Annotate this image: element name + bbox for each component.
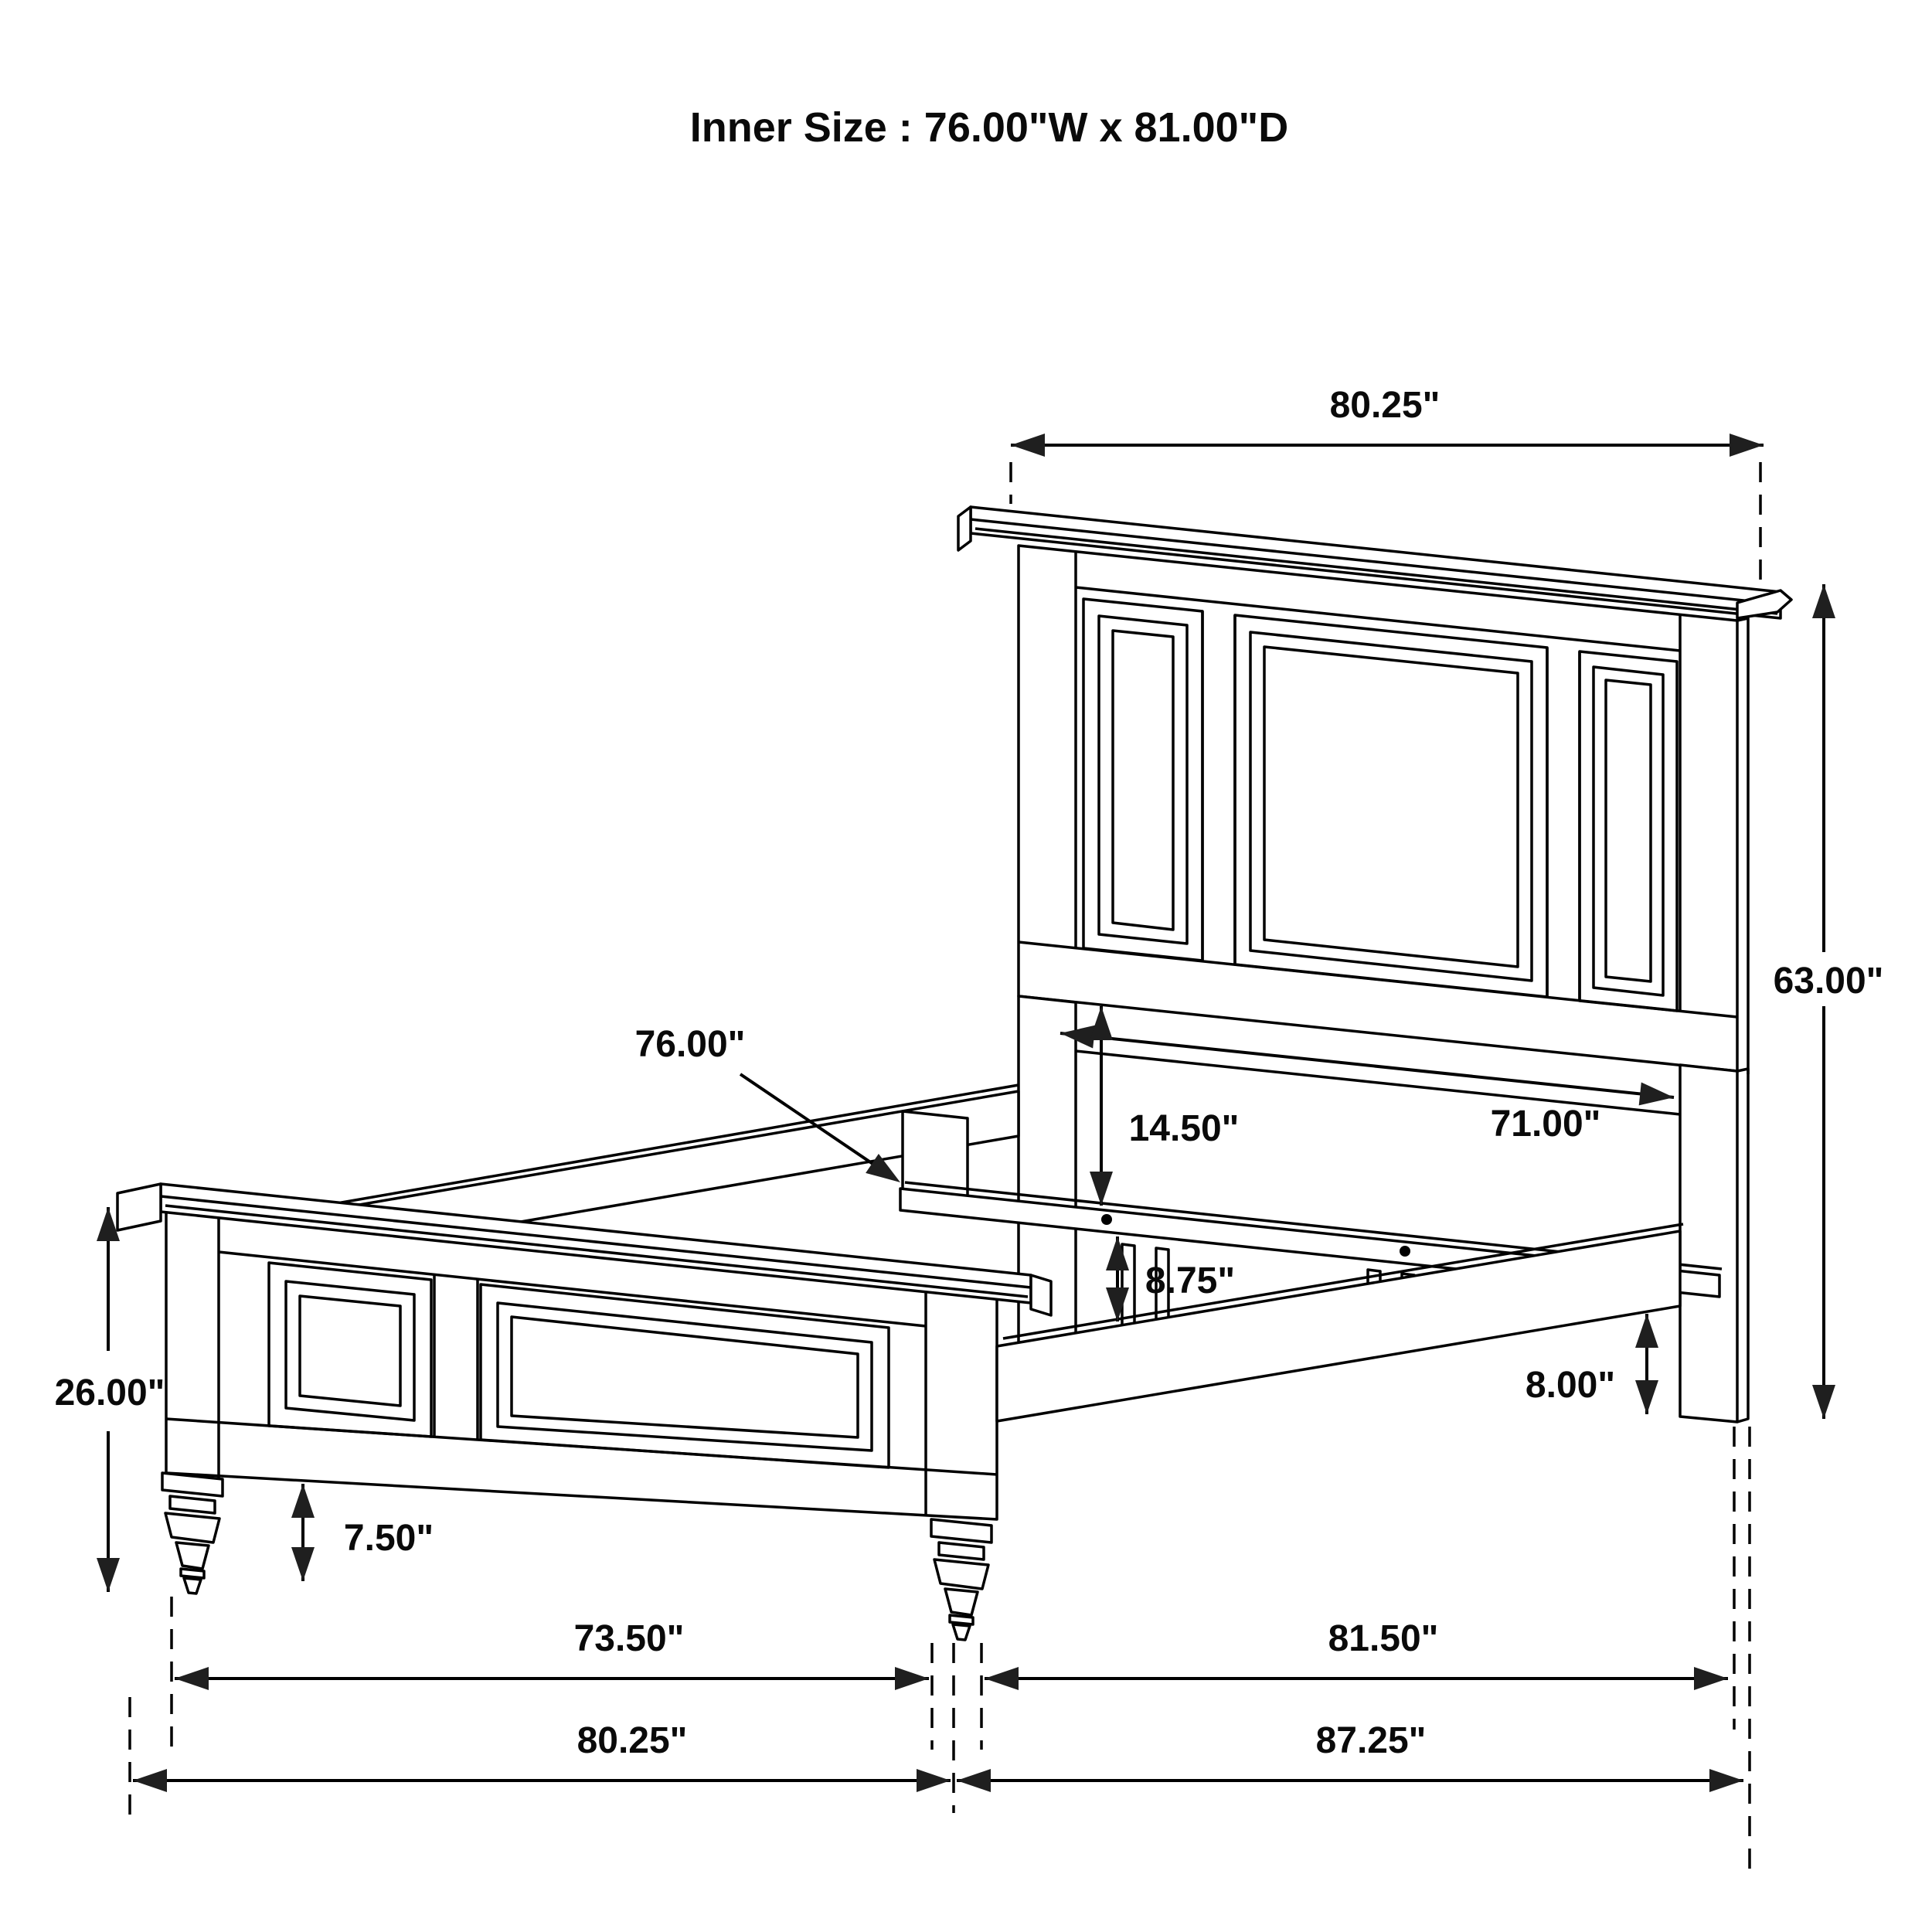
footboard-cap-molding: [160, 1195, 1032, 1298]
headboard-cap-molding: [970, 518, 1781, 615]
dim-headboard-height: 63.00": [1774, 584, 1884, 1419]
dim-side-rail-length-arrowhead-left: [985, 1667, 1019, 1690]
headboard-panel-left: [1082, 597, 1204, 962]
dim-headboard-width-arrowhead-right: [1730, 434, 1764, 457]
dim-footboard-inner-width-arrowhead-left: [175, 1667, 209, 1690]
floor-projection-dashes-footboard-left: [128, 1597, 173, 1819]
dim-slat-rail-length-arrowhead: [866, 1153, 900, 1182]
footboard-cap-right-return: [1029, 1274, 1053, 1317]
headboard-panel-right: [1578, 650, 1679, 1012]
dim-rail-clearance-arrowhead-bottom: [1635, 1380, 1658, 1414]
dim-overall-depth-arrowhead-right: [1709, 1769, 1743, 1792]
dim-overall-depth-label: 87.25": [1316, 1720, 1427, 1761]
footboard-panel-wide: [479, 1283, 890, 1469]
dim-footboard-clearance-arrowhead-top: [291, 1484, 315, 1518]
dim-footboard-height-label: 26.00": [55, 1372, 165, 1413]
dim-slat-support-height: 8.75": [1106, 1236, 1235, 1321]
headboard-cap-right-return: [1736, 589, 1793, 620]
headboard-leg-right: [1679, 1063, 1739, 1423]
dim-footboard-overall-width-label: 80.25": [577, 1720, 688, 1761]
side-rail-far-top-face: [225, 1083, 1019, 1224]
dim-footboard-inner-width-label: 73.50": [574, 1618, 685, 1659]
dim-slat-support-height-arrowhead-top: [1106, 1236, 1129, 1270]
dim-headboard-width-arrowhead-left: [1011, 434, 1045, 457]
dim-footboard-height: 26.00": [55, 1207, 165, 1592]
footboard-foot-right: [930, 1518, 993, 1641]
floor-projection-dashes-footboard-right: [930, 1643, 983, 1813]
dim-overall-depth-arrowhead-left: [957, 1769, 991, 1792]
dim-footboard-inner-width: 73.50": [175, 1618, 929, 1690]
headboard-panel-center: [1233, 614, 1549, 998]
dim-headboard-width: 80.25": [1009, 385, 1764, 584]
dim-rail-to-slat-rail-arrowhead-top: [1090, 1006, 1113, 1040]
dim-footboard-overall-width: 80.25": [133, 1720, 951, 1792]
headboard-backboard-bottom-edge: [1075, 1049, 1681, 1116]
dim-between-headboard-legs: 71.00": [1060, 1025, 1675, 1145]
slat-rail-screw-dot: [1101, 1214, 1112, 1225]
footboard-panel-square: [267, 1261, 433, 1438]
dim-footboard-height-arrowhead-bottom: [97, 1558, 120, 1592]
dim-rail-clearance: 8.00": [1526, 1314, 1658, 1414]
floor-projection-dashes-headboard: [1733, 1427, 1751, 1873]
dim-side-rail-length: 81.50": [985, 1618, 1728, 1690]
dim-headboard-height-arrowhead-top: [1812, 584, 1835, 618]
dim-between-headboard-legs-line: [1060, 1032, 1675, 1099]
dim-rail-to-slat-rail: 14.50": [1090, 1006, 1239, 1206]
dim-headboard-height-label: 63.00": [1774, 961, 1884, 1002]
dim-footboard-overall-width-arrowhead-left: [133, 1769, 167, 1792]
dim-slat-rail-length-leader: [739, 1073, 890, 1176]
dim-headboard-width-label: 80.25": [1330, 385, 1440, 426]
dim-footboard-height-arrowhead-top: [97, 1207, 120, 1241]
dim-slat-rail-length: 76.00": [635, 1024, 900, 1182]
bed-drawing: [116, 505, 1793, 1641]
headboard-cap-left-return: [957, 505, 972, 552]
dim-side-rail-length-label: 81.50": [1328, 1618, 1439, 1659]
headboard-side-edge: [1736, 617, 1750, 1074]
headboard-leg-right-side-face: [1736, 1067, 1750, 1423]
footboard-foot-left: [161, 1471, 224, 1595]
headboard: [957, 505, 1793, 1423]
footboard-cap-left-return: [116, 1182, 162, 1232]
dim-footboard-clearance-arrowhead-bottom: [291, 1547, 315, 1581]
dim-rail-to-slat-rail-arrowhead-bottom: [1090, 1172, 1113, 1206]
dim-overall-depth: 87.25": [957, 1720, 1743, 1792]
footboard: [116, 1182, 1053, 1641]
dim-slat-rail-length-label: 76.00": [635, 1024, 746, 1065]
dim-side-rail-length-arrowhead-right: [1694, 1667, 1728, 1690]
slat-rail-screw-dot: [1400, 1246, 1410, 1257]
dim-footboard-overall-width-arrowhead-right: [917, 1769, 951, 1792]
dim-between-headboard-legs-arrowhead-right: [1638, 1082, 1674, 1106]
dim-rail-clearance-label: 8.00": [1526, 1365, 1615, 1406]
dim-footboard-clearance-label: 7.50": [344, 1518, 434, 1559]
dim-between-headboard-legs-arrowhead-left: [1060, 1025, 1096, 1049]
dim-headboard-height-arrowhead-bottom: [1812, 1385, 1835, 1419]
page-title: Inner Size : 76.00"W x 81.00"D: [690, 104, 1289, 151]
dim-footboard-clearance: 7.50": [291, 1484, 434, 1581]
dim-rail-to-slat-rail-label: 14.50": [1129, 1108, 1240, 1149]
dim-between-headboard-legs-label: 71.00": [1491, 1104, 1601, 1145]
dim-headboard-width-ext: [1009, 462, 1762, 584]
dim-rail-clearance-arrowhead-top: [1635, 1314, 1658, 1348]
dim-footboard-inner-width-arrowhead-right: [895, 1667, 929, 1690]
dim-slat-support-height-arrowhead-bottom: [1106, 1287, 1129, 1321]
dim-slat-support-height-label: 8.75": [1145, 1260, 1235, 1301]
